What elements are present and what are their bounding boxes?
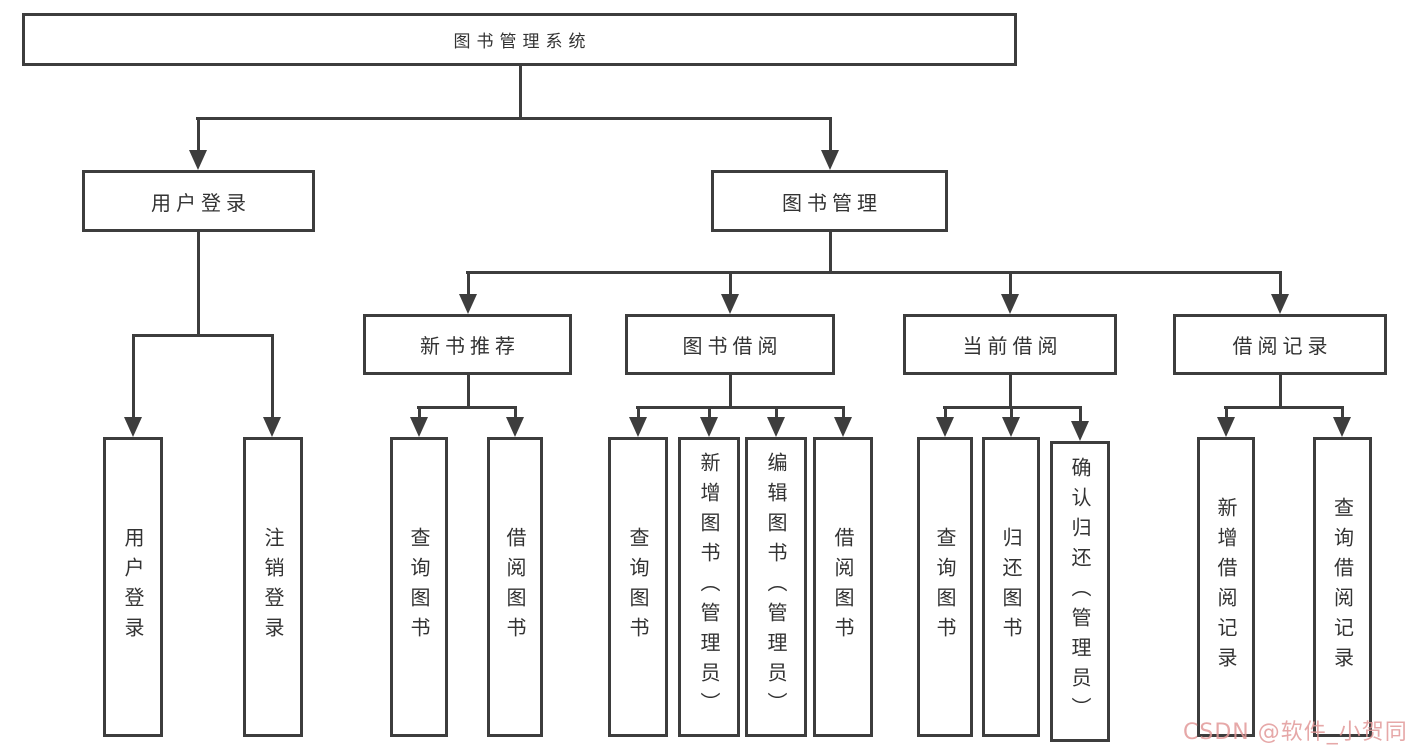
connector-level3-rail xyxy=(466,271,1282,274)
connector-book-borrow-leaf3 xyxy=(775,408,778,419)
node-book-borrow: 图书借阅 xyxy=(625,314,835,375)
arrowhead-book-borrow-leaf2 xyxy=(700,417,718,437)
connector-to-login-leaf xyxy=(132,336,135,419)
arrowhead-book-mgmt xyxy=(821,150,839,170)
leaf-return-book: 归还图书 xyxy=(982,437,1040,737)
connector-book-borrow-stem xyxy=(729,375,732,409)
connector-borrow-record-leaf1 xyxy=(1225,408,1228,419)
arrowhead-login-leaf xyxy=(124,417,142,437)
arrowhead-book-borrow xyxy=(721,294,739,314)
arrowhead-current-borrow-leaf3 xyxy=(1071,421,1089,441)
arrowhead-logout-leaf xyxy=(263,417,281,437)
connector-book-mgmt-stem xyxy=(829,232,832,274)
leaf-borrow-book-borrow: 借阅图书 xyxy=(813,437,873,737)
connector-book-borrow-leaf2 xyxy=(708,408,711,419)
arrowhead-borrow-record-leaf2 xyxy=(1333,417,1351,437)
leaf-query-book-current: 查询图书 xyxy=(917,437,973,737)
connector-to-logout-leaf xyxy=(271,336,274,419)
connector-book-borrow-leaf4 xyxy=(842,408,845,419)
connector-current-borrow-stem xyxy=(1009,375,1012,409)
leaf-logout: 注销登录 xyxy=(243,437,303,737)
leaf-query-book-borrow: 查询图书 xyxy=(608,437,668,737)
arrowhead-current-borrow xyxy=(1001,294,1019,314)
connector-current-borrow-leaf1 xyxy=(944,408,947,419)
connector-book-borrow-rail xyxy=(636,406,845,409)
node-current-borrow: 当前借阅 xyxy=(903,314,1117,375)
node-book-management: 图书管理 xyxy=(711,170,948,232)
connector-new-book-rail xyxy=(417,406,517,409)
leaf-query-book-newbook: 查询图书 xyxy=(390,437,448,737)
node-borrow-record: 借阅记录 xyxy=(1173,314,1387,375)
connector-borrow-record-stem xyxy=(1279,375,1282,409)
connector-borrow-record-rail xyxy=(1224,406,1344,409)
arrowhead-book-borrow-leaf1 xyxy=(629,417,647,437)
arrowhead-current-borrow-leaf1 xyxy=(936,417,954,437)
node-library-management-system: 图书管理系统 xyxy=(22,13,1017,66)
connector-new-book-leaf1 xyxy=(418,408,421,419)
arrowhead-book-borrow-leaf3 xyxy=(767,417,785,437)
connector-current-borrow-rail xyxy=(943,406,1082,409)
node-user-login: 用户登录 xyxy=(82,170,315,232)
leaf-confirm-return-admin: 确认归还（管理员） xyxy=(1050,441,1110,742)
csdn-watermark: CSDN @软件_小贺同学 xyxy=(1183,720,1405,745)
arrowhead-new-book-leaf1 xyxy=(410,417,428,437)
arrowhead-new-book xyxy=(459,294,477,314)
connector-to-user-login xyxy=(197,118,200,152)
leaf-edit-book-admin: 编辑图书（管理员） xyxy=(745,437,807,737)
connector-borrow-record-leaf2 xyxy=(1341,408,1344,419)
connector-current-borrow-leaf3 xyxy=(1079,408,1082,423)
connector-to-book-borrow xyxy=(729,273,732,296)
arrowhead-borrow-record xyxy=(1271,294,1289,314)
connector-new-book-leaf2 xyxy=(514,408,517,419)
arrowhead-new-book-leaf2 xyxy=(506,417,524,437)
connector-root-stem xyxy=(519,66,522,120)
leaf-add-book-admin: 新增图书（管理员） xyxy=(678,437,740,737)
connector-new-book-stem xyxy=(467,375,470,409)
arrowhead-book-borrow-leaf4 xyxy=(834,417,852,437)
connector-to-book-mgmt xyxy=(829,118,832,152)
connector-to-new-book xyxy=(467,273,470,296)
connector-to-current-borrow xyxy=(1009,273,1012,296)
connector-user-login-rail xyxy=(132,334,274,337)
connector-book-borrow-leaf1 xyxy=(637,408,640,419)
connector-level2-rail xyxy=(196,117,832,120)
leaf-borrow-book-newbook: 借阅图书 xyxy=(487,437,543,737)
connector-to-borrow-record xyxy=(1279,273,1282,296)
arrowhead-borrow-record-leaf1 xyxy=(1217,417,1235,437)
connector-user-login-stem xyxy=(197,232,200,336)
node-new-book-recommend: 新书推荐 xyxy=(363,314,572,375)
arrowhead-user-login xyxy=(189,150,207,170)
leaf-user-login: 用户登录 xyxy=(103,437,163,737)
connector-current-borrow-leaf2 xyxy=(1010,408,1013,419)
leaf-add-borrow-record: 新增借阅记录 xyxy=(1197,437,1255,737)
arrowhead-current-borrow-leaf2 xyxy=(1002,417,1020,437)
leaf-query-borrow-record: 查询借阅记录 xyxy=(1313,437,1372,737)
